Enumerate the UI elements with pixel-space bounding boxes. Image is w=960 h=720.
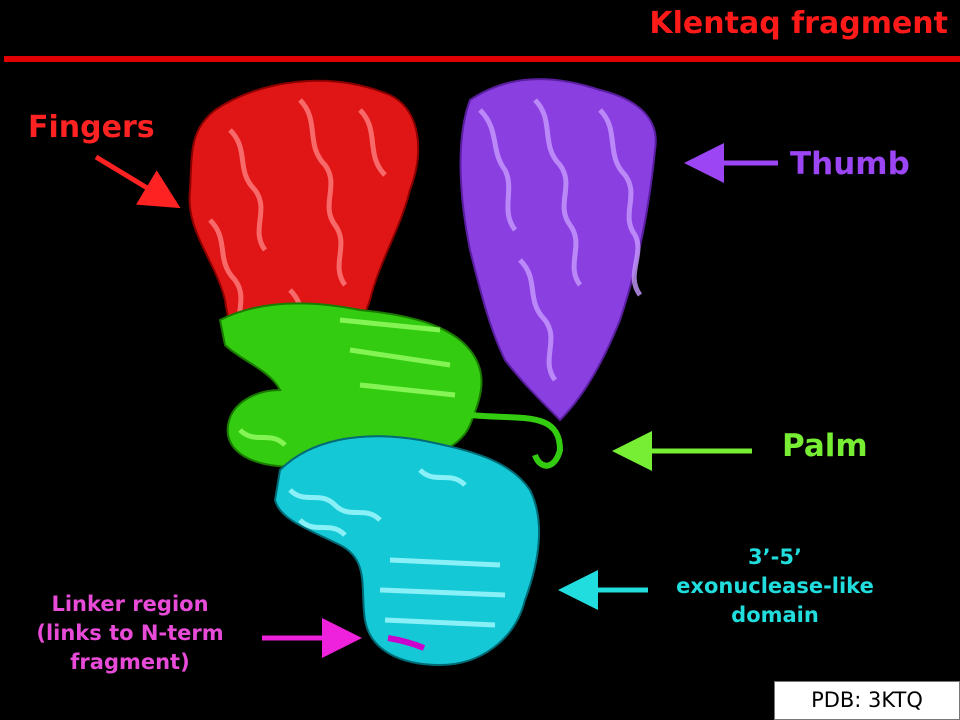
exonuclease-label: 3’-5’ exonuclease-like domain xyxy=(655,543,895,630)
linker-label: Linker region (links to N-term fragment) xyxy=(20,590,240,677)
linker-label-line-2: (links to N-term xyxy=(36,621,224,645)
exonuclease-label-line-1: 3’-5’ xyxy=(748,545,802,569)
palm-domain xyxy=(218,302,564,469)
thumb-domain xyxy=(459,78,657,422)
pdb-id-box: PDB: 3KTQ xyxy=(774,681,960,720)
fingers-arrow xyxy=(94,154,181,209)
page-title: Klentaq fragment xyxy=(649,6,948,41)
exonuclease-label-line-3: domain xyxy=(731,603,819,627)
fingers-label: Fingers xyxy=(28,110,155,145)
exonuclease-domain xyxy=(273,435,540,667)
linker-segment xyxy=(387,635,426,651)
title-divider xyxy=(4,56,960,62)
exonuclease-label-line-2: exonuclease-like xyxy=(676,574,874,598)
palm-label: Palm xyxy=(782,428,868,464)
thumb-label: Thumb xyxy=(790,146,910,182)
linker-label-line-3: fragment) xyxy=(70,650,190,674)
linker-label-line-1: Linker region xyxy=(51,592,209,616)
